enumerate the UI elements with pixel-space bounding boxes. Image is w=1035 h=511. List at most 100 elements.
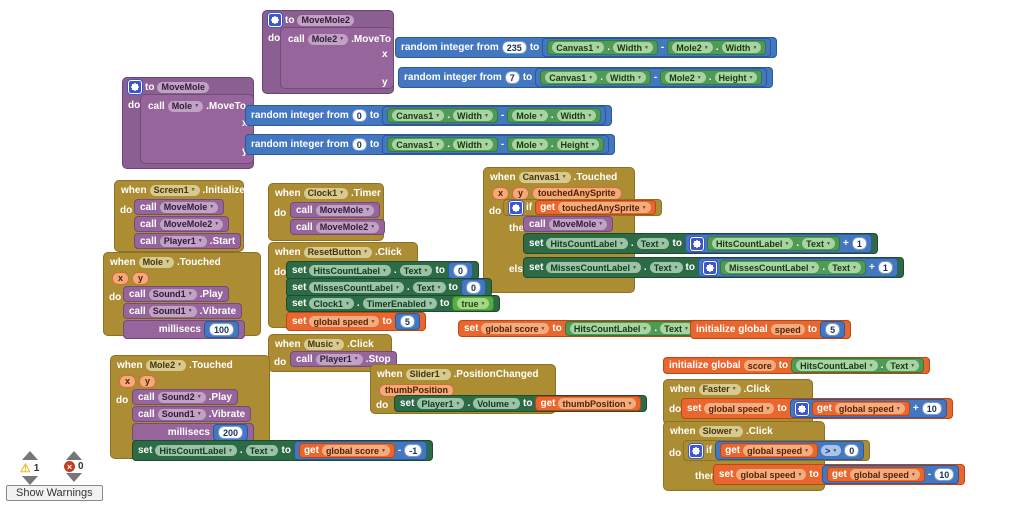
number-input[interactable]: 0 <box>465 281 481 294</box>
dropdown-canvas1[interactable]: Canvas1 <box>518 171 571 183</box>
block-logic[interactable]: true <box>452 296 495 311</box>
dropdown-text[interactable]: Text <box>828 262 861 273</box>
dropdown-width[interactable]: Width <box>556 110 597 121</box>
dropdown-mole[interactable]: Mole <box>167 100 204 112</box>
param-x[interactable]: x <box>492 186 510 200</box>
block-math[interactable]: Canvas1.Width-Mole2.Width <box>542 38 772 57</box>
block-getter[interactable]: MissesCountLabel.Text <box>719 260 866 275</box>
dropdown-mole2[interactable]: Mole2 <box>307 33 349 45</box>
dropdown-global-speed[interactable]: global speed <box>736 469 807 480</box>
dropdown-global-speed[interactable]: global speed <box>704 403 775 414</box>
mutator-gear-icon[interactable] <box>268 13 282 27</box>
block-math[interactable]: 5 <box>820 321 846 338</box>
error-icon[interactable] <box>64 461 75 472</box>
dropdown-missescountlabel[interactable]: MissesCountLabel <box>546 262 641 273</box>
param-y[interactable]: y <box>132 271 150 285</box>
dropdown-slower[interactable]: Slower <box>698 425 744 437</box>
number-input[interactable]: 0 <box>351 138 367 151</box>
dropdown-player1[interactable]: Player1 <box>159 235 207 247</box>
dropdown-hitscountlabel[interactable]: HitsCountLabel <box>155 445 237 456</box>
param-y[interactable]: y <box>512 186 530 200</box>
dropdown-text[interactable]: Text <box>636 238 670 249</box>
dropdown-resetbutton[interactable]: ResetButton <box>303 246 373 258</box>
dropdown-text[interactable]: Text <box>412 282 446 293</box>
block-getter[interactable]: Mole.Height <box>507 137 605 152</box>
number-input[interactable]: 10 <box>934 468 955 481</box>
dropdown-movemole[interactable]: MoveMole <box>315 204 375 216</box>
block-getter[interactable]: HitsCountLabel.Text <box>706 236 840 251</box>
next-error-arrow-icon[interactable] <box>65 473 82 482</box>
block-getter[interactable]: HitsCountLabel.Text <box>564 321 698 336</box>
random-integer-x[interactable]: random integer from0toCanvas1.Width-Mole… <box>245 105 613 126</box>
previous-warning-arrow-icon[interactable] <box>21 451 38 460</box>
dropdown-hitscountlabel[interactable]: HitsCountLabel <box>569 323 652 334</box>
block-math[interactable]: Canvas1.Width-Mole.Height <box>382 135 610 154</box>
block-math[interactable]: HitsCountLabel.Text+1 <box>684 234 872 253</box>
random-integer-y[interactable]: random integer from0toCanvas1.Width-Mole… <box>245 134 616 155</box>
initialize-global-score[interactable]: initialize globalscoretoHitsCountLabel.T… <box>663 357 931 374</box>
dropdown-player1[interactable]: Player1 <box>417 398 465 409</box>
dropdown-op[interactable]: > <box>821 445 842 456</box>
field-score[interactable]: score <box>743 360 776 371</box>
number-input[interactable]: -1 <box>404 444 423 457</box>
mutator-gear-icon[interactable] <box>689 443 703 458</box>
dropdown-timerenabled[interactable]: TimerEnabled <box>362 298 438 309</box>
number-input[interactable]: 0 <box>351 109 367 122</box>
block-math[interactable]: Canvas1.Width-Mole2.Height <box>535 68 768 87</box>
dropdown-hitscountlabel[interactable]: HitsCountLabel <box>711 238 794 249</box>
mutator-gear-icon[interactable] <box>128 80 142 94</box>
dropdown-hitscountlabel[interactable]: HitsCountLabel <box>309 265 391 276</box>
dropdown-global-score[interactable]: global score <box>321 445 390 456</box>
dropdown-sound1[interactable]: Sound1 <box>148 305 197 317</box>
dropdown-text[interactable]: Text <box>802 238 835 249</box>
dropdown-width[interactable]: Width <box>453 139 493 150</box>
mutator-gear-icon[interactable] <box>794 401 809 416</box>
block-math[interactable]: 0 <box>460 279 486 296</box>
dropdown-clock1[interactable]: Clock1 <box>309 298 354 309</box>
dropdown-sound1[interactable]: Sound1 <box>157 408 206 420</box>
dropdown-mole[interactable]: Mole <box>512 110 548 121</box>
dropdown-text[interactable]: Text <box>886 360 920 371</box>
previous-error-arrow-icon[interactable] <box>65 451 82 460</box>
dropdown-width[interactable]: Width <box>606 72 646 83</box>
dropdown-movemole[interactable]: MoveMole <box>548 218 608 230</box>
dropdown-clock1[interactable]: Clock1 <box>303 187 349 199</box>
dropdown-text[interactable]: Text <box>245 445 279 456</box>
number-input[interactable]: 235 <box>501 41 527 54</box>
block-math[interactable]: 5 <box>394 313 420 330</box>
random-integer-y[interactable]: random integer from7toCanvas1.Width-Mole… <box>398 67 774 88</box>
dropdown-touchedanysprite[interactable]: touchedAnySprite <box>558 202 651 213</box>
dropdown-canvas1[interactable]: Canvas1 <box>552 42 605 53</box>
dropdown-height[interactable]: Height <box>714 72 758 83</box>
block-getter[interactable]: Canvas1.Width <box>540 70 651 85</box>
param-touchedanysprite[interactable]: touchedAnySprite <box>532 186 622 200</box>
mutator-gear-icon[interactable] <box>509 200 523 215</box>
dropdown-movemole2[interactable]: MoveMole2 <box>315 221 380 233</box>
dropdown-width[interactable]: Width <box>613 42 653 53</box>
number-input[interactable]: 7 <box>504 71 520 84</box>
param-x[interactable]: x <box>112 271 130 285</box>
param-y[interactable]: y <box>139 374 157 388</box>
dropdown-missescountlabel[interactable]: MissesCountLabel <box>309 282 404 293</box>
dropdown-global-speed[interactable]: global speed <box>849 469 920 480</box>
